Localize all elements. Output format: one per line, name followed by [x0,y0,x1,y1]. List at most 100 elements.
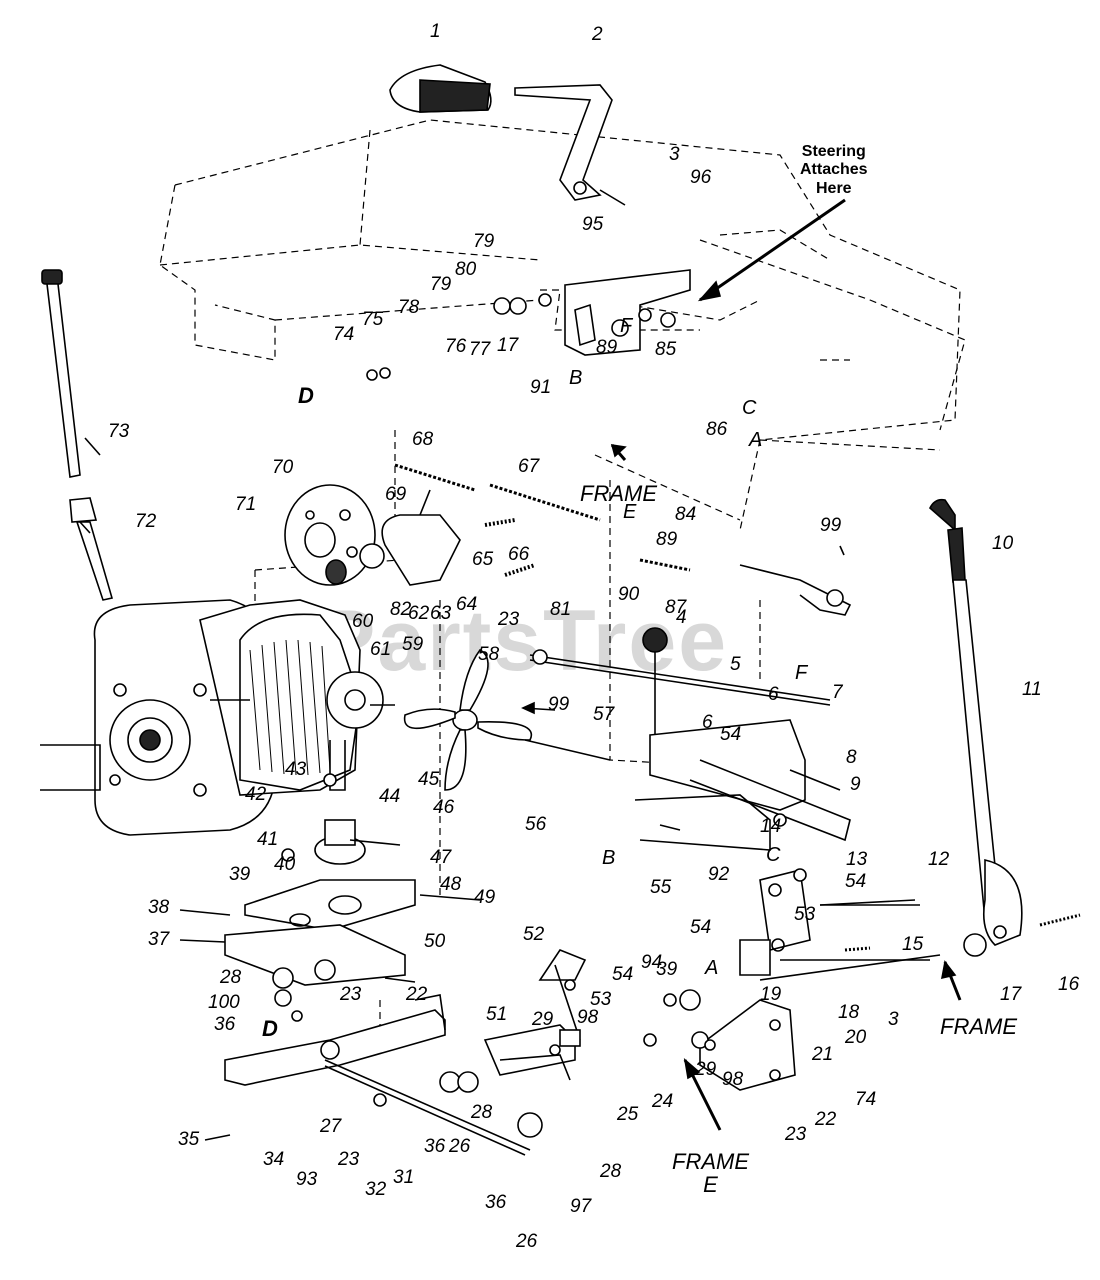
ref-letter-b: B [602,847,616,869]
part-number: 66 [508,544,530,565]
part-number: 58 [478,644,500,665]
part-number: 29 [695,1059,717,1080]
part-number: 76 [445,336,467,357]
part-number: 92 [708,864,730,885]
part-number: 22 [406,984,428,1005]
part-number: 4 [676,607,687,628]
part-number: 96 [690,167,712,188]
leader-arrows [79,198,962,1141]
ref-letter-b: B [569,367,583,389]
tension-rod [324,1059,531,1156]
part-number: 36 [214,1014,236,1035]
frame-label-text: FRAME [672,1149,749,1174]
part-number: 34 [263,1149,285,1170]
ref-letter-d: D [298,383,314,408]
part-number: 67 [518,456,540,477]
part-number: 99 [820,515,842,536]
idler-bracket [359,489,461,586]
part-number: 10 [992,533,1014,554]
part-number: 43 [285,759,307,780]
part-number: 19 [760,984,782,1005]
part-number: 73 [108,421,130,442]
part-number: 44 [379,786,401,807]
mounting-plates [224,879,416,986]
part-number: 5 [730,654,741,675]
part-number: 100 [208,992,240,1013]
brake-pedal-assembly [389,64,626,206]
part-number: 29 [532,1009,554,1030]
part-number: 69 [385,484,407,505]
part-number: 97 [570,1196,592,1217]
frame-label-letter: E [703,1172,718,1198]
part-number: 16 [1058,974,1080,995]
frame-label-text: FRAME [580,481,657,506]
part-number: 17 [497,335,519,356]
part-number: 90 [618,584,640,605]
part-number: 98 [577,1007,599,1028]
part-number: 93 [296,1169,318,1190]
part-number: 36 [424,1136,446,1157]
part-number: 26 [449,1136,471,1157]
pivot-bracket [739,869,941,981]
part-number: 18 [838,1002,860,1023]
part-number: 13 [846,849,868,870]
frame-bracket [564,269,691,356]
part-number: 15 [902,934,924,955]
part-number: 41 [257,829,279,850]
part-number: 12 [928,849,950,870]
frame-label-e-bottom: FRAME E [672,1150,749,1196]
linkage-clevis [739,564,852,616]
part-number: 52 [523,924,545,945]
part-number: 6 [768,684,779,705]
shift-bracket-plate [634,719,851,851]
part-number: 74 [333,324,355,345]
part-number: 14 [760,816,782,837]
part-number: 74 [855,1089,877,1110]
callout-line-2: Attaches [800,161,868,179]
part-number: 72 [135,511,157,532]
part-number: 99 [548,694,570,715]
part-number: 94 [641,952,663,973]
hardware [272,293,987,1138]
part-number: 56 [525,814,547,835]
ref-letter-a: A [749,429,763,451]
part-number: 95 [582,214,604,235]
part-number: 53 [590,989,612,1010]
part-number: 28 [471,1102,493,1123]
ref-letter-f: F [620,315,633,337]
part-number: 89 [596,337,618,358]
part-number: 63 [430,603,452,624]
pivot-arm [538,949,587,1041]
part-number: 20 [845,1027,867,1048]
part-number: 87 [665,597,687,618]
side-plate [699,999,796,1091]
part-number: 77 [469,339,491,360]
part-number: 38 [148,897,170,918]
part-number: 26 [516,1231,538,1252]
part-number: 80 [455,259,477,280]
part-number: 23 [338,1149,360,1170]
part-number: 57 [593,704,615,725]
part-number: 86 [706,419,728,440]
part-number: 54 [845,871,867,892]
part-number: 36 [485,1192,507,1213]
part-number: 61 [370,639,392,660]
part-number: 6 [702,712,713,733]
part-number: 70 [272,457,294,478]
part-number: 37 [148,929,170,950]
part-number: 28 [600,1161,622,1182]
part-number: 65 [472,549,494,570]
part-number: 54 [720,724,742,745]
part-number: 85 [655,339,677,360]
part-number: 84 [675,504,697,525]
part-number: 28 [220,967,242,988]
frame-label-e-top: FRAME [580,482,657,505]
part-number: 60 [352,611,374,632]
part-number: 9 [850,774,861,795]
part-number: 50 [424,931,446,952]
ref-letter-d: D [262,1016,278,1041]
part-number: 46 [433,797,455,818]
part-number: 3 [888,1009,899,1030]
